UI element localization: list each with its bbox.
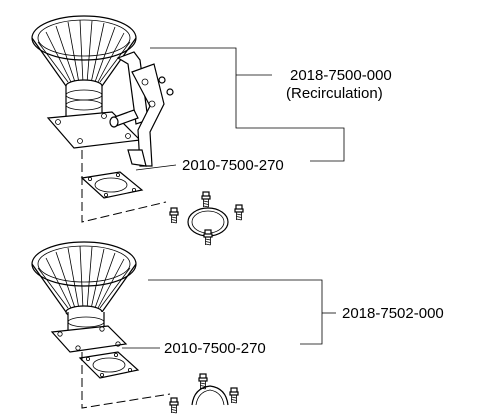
lower-mounting-plate [50,325,128,353]
lower-bolt-1 [169,397,179,414]
upper-bolt-1 [169,207,179,224]
lower-gasket-drawing [78,351,140,379]
lower-assembly-guide [81,352,171,409]
upper-bolt-3 [234,204,244,221]
lower-assembly-drawing [31,241,239,414]
lower-bolt-3 [229,387,239,404]
upper-bolt-4 [203,229,213,246]
lower-assembly-part-number: 2018-7502-000 [342,305,444,322]
upper-bolt-2 [201,191,211,208]
lower-bolt-2 [198,373,208,390]
upper-gasket-drawing [80,171,144,199]
upper-assembly-drawing [31,15,244,246]
upper-recirculation-arm [131,63,165,167]
lower-assembly-leader [148,279,323,345]
lower-gasket-part-number: 2010-7500-270 [164,340,266,357]
upper-gasket-part-number: 2010-7500-270 [182,157,284,174]
upper-assembly-part-number: 2018-7500-000 [290,67,392,84]
upper-assembly-guide [81,150,167,223]
lower-cover-disc [191,385,229,406]
upper-gasket-leader [135,164,177,171]
lower-funnel-drawing [31,241,137,319]
upper-funnel-drawing [31,15,137,93]
upper-assembly-note: (Recirculation) [286,85,383,102]
upper-assembly-leader [150,47,345,162]
